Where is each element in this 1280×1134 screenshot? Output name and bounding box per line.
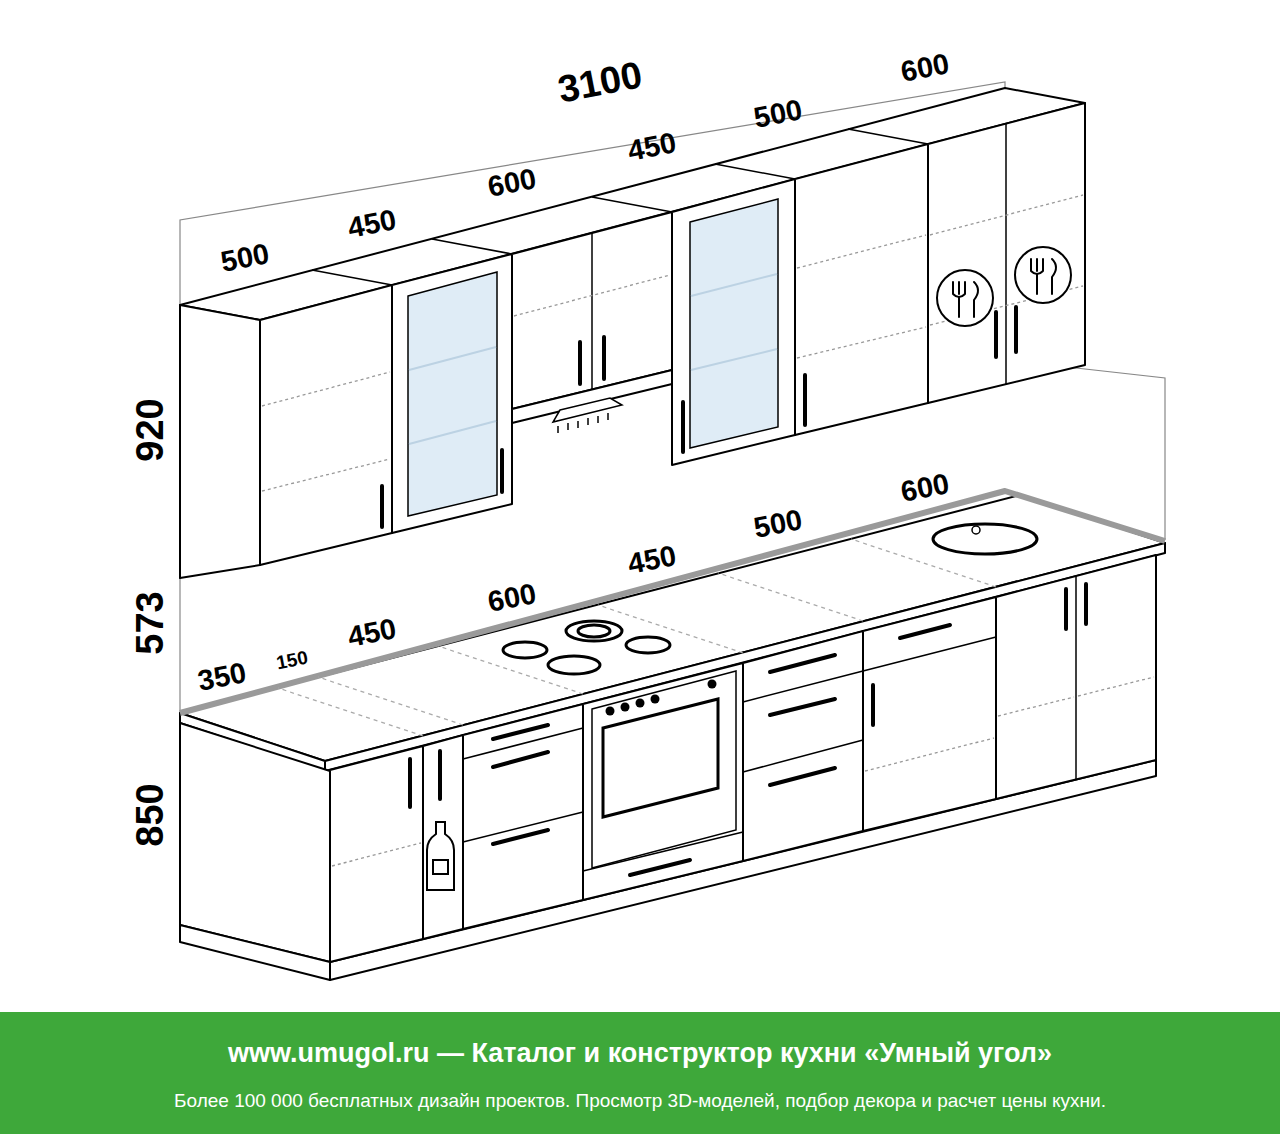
dimension-label: 600 bbox=[898, 469, 951, 507]
dimension-label: 350 bbox=[195, 658, 248, 696]
dimension-label: 150 bbox=[275, 648, 310, 673]
dimension-label: 573 bbox=[131, 591, 169, 654]
banner-heading: www.umugol.ru — Каталог и конструктор ку… bbox=[0, 1038, 1280, 1069]
dimension-label: 600 bbox=[485, 164, 538, 202]
dimension-label: 920 bbox=[131, 398, 169, 461]
dimension-label: 3100 bbox=[555, 55, 645, 108]
dimension-label: 500 bbox=[751, 505, 804, 543]
dimension-label: 600 bbox=[485, 579, 538, 617]
banner-subtext: Более 100 000 бесплатных дизайн проектов… bbox=[0, 1090, 1280, 1112]
dimension-label: 600 bbox=[898, 49, 951, 87]
dimension-label: 450 bbox=[625, 541, 678, 579]
dimension-label: 450 bbox=[625, 128, 678, 166]
site-banner: www.umugol.ru — Каталог и конструктор ку… bbox=[0, 1012, 1280, 1134]
dimension-label: 500 bbox=[218, 239, 271, 277]
dimension-label: 850 bbox=[131, 783, 169, 846]
dimension-label: 500 bbox=[751, 95, 804, 133]
dimension-label: 450 bbox=[345, 205, 398, 243]
dimension-label: 450 bbox=[345, 614, 398, 652]
